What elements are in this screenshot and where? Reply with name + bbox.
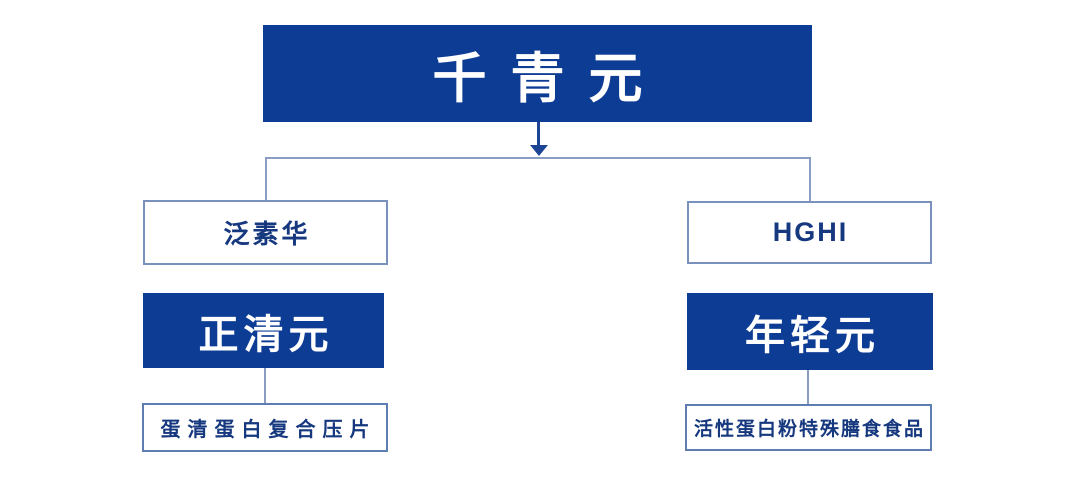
company-node-right: HGHI: [687, 201, 932, 264]
brand-node-right: 年轻元: [687, 293, 933, 370]
root-node: 千青元: [263, 25, 812, 122]
root-node-label: 千青元: [432, 49, 667, 109]
company-node-left-label: 泛素华: [223, 219, 311, 249]
left-product-connector-line: [264, 368, 266, 405]
brand-node-left-label: 正清元: [198, 312, 334, 357]
down-arrow-shaft: [537, 122, 540, 147]
product-node-left-label: 蛋清蛋白复合压片: [160, 419, 377, 441]
right-branch-connector-line: [809, 157, 811, 202]
product-node-right-label: 活性蛋白粉特殊膳食食品: [693, 419, 925, 440]
left-branch-connector-line: [265, 157, 267, 202]
company-node-right-label: HGHI: [772, 217, 849, 247]
company-node-left: 泛素华: [143, 200, 388, 265]
brand-node-left: 正清元: [143, 293, 384, 368]
horizontal-connector-line: [266, 157, 811, 159]
brand-node-right-label: 年轻元: [745, 313, 880, 358]
right-product-connector-line: [807, 370, 809, 406]
product-node-right: 活性蛋白粉特殊膳食食品: [685, 404, 932, 451]
down-arrow-icon: [530, 145, 548, 156]
product-node-left: 蛋清蛋白复合压片: [142, 403, 388, 452]
